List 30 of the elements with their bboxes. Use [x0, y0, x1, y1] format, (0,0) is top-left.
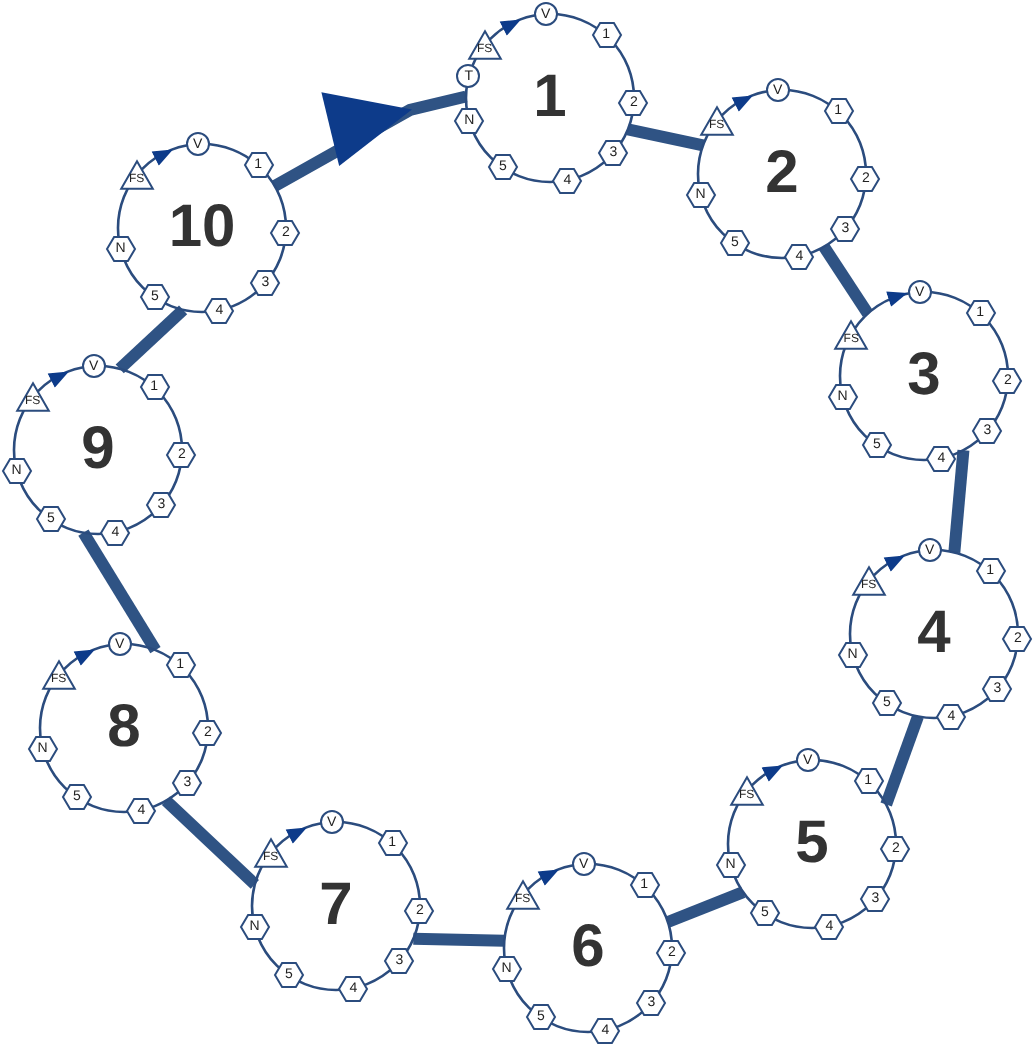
ring-number: 3 — [907, 346, 941, 406]
connector-line — [115, 305, 188, 374]
ring — [38, 642, 210, 814]
ring — [502, 862, 674, 1034]
ring-number: 1 — [533, 68, 567, 128]
connector-line — [819, 243, 873, 317]
ring — [848, 548, 1020, 720]
connector-line — [948, 449, 970, 554]
connector-line — [78, 529, 161, 654]
connector-line — [665, 886, 746, 928]
ring-number: 8 — [107, 698, 141, 758]
ring — [726, 758, 898, 930]
ring-number: 6 — [571, 918, 605, 978]
connector-line — [413, 932, 505, 947]
ring-number: 7 — [319, 876, 353, 936]
connector-line — [161, 796, 259, 889]
ring — [696, 88, 868, 260]
ring-number: 5 — [795, 814, 829, 874]
ring-number: 2 — [765, 144, 799, 204]
ring — [838, 290, 1010, 462]
ring — [116, 142, 288, 314]
ring-number: 10 — [168, 198, 236, 258]
ring-number: 4 — [917, 604, 951, 664]
connector-line — [626, 123, 705, 152]
ring — [464, 12, 636, 184]
arrow — [271, 90, 468, 192]
ring — [12, 364, 184, 536]
connector-line — [880, 714, 924, 807]
ring-number: 9 — [81, 420, 115, 480]
ring — [250, 820, 422, 992]
